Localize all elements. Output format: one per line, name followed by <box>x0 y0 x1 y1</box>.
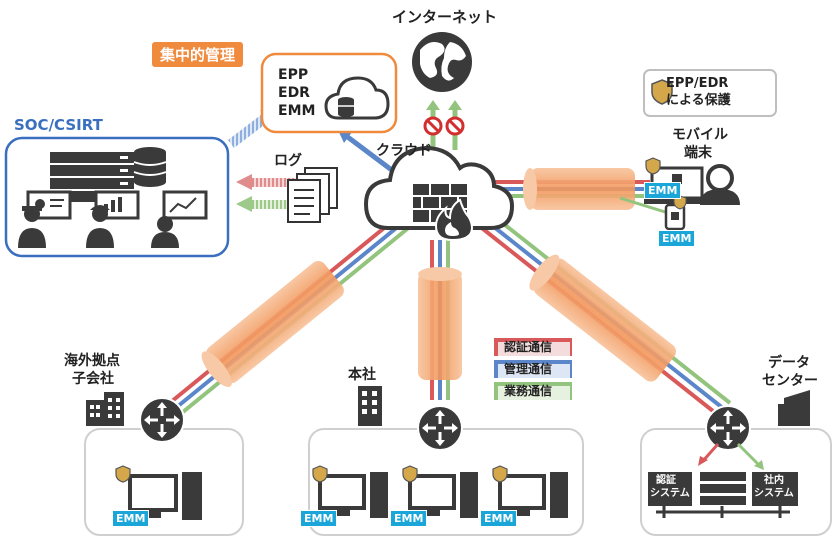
emm-badge: EMM <box>112 510 150 527</box>
centralized-item-epp: EPP <box>278 67 309 83</box>
cloud-label: クラウド <box>376 143 432 159</box>
tunnel-datacenter <box>529 254 676 382</box>
protection-box <box>643 69 777 117</box>
cloud-icon <box>363 145 515 242</box>
legend-auth: 認証通信 <box>504 340 553 354</box>
legend <box>494 338 572 400</box>
pc-icon-hq-3 <box>492 465 568 518</box>
internet-label: インターネット <box>392 8 498 26</box>
globe-icon <box>412 32 472 92</box>
blocked-icon <box>423 116 465 136</box>
overseas-label-line2: 子会社 <box>72 371 114 387</box>
pc-icon-hq-1 <box>312 465 388 518</box>
overseas-label-line1: 海外拠点 <box>64 353 120 369</box>
emm-badge: EMM <box>390 510 428 527</box>
tunnel-overseas <box>201 260 344 388</box>
datacenter-servers <box>648 442 798 518</box>
pc-icon-overseas <box>115 465 202 520</box>
datacenter-label-line1: データ <box>768 355 810 371</box>
cloud-database-icon <box>324 76 390 120</box>
building-icon-datacenter <box>778 390 810 426</box>
tunnel-mobile <box>523 168 635 210</box>
internal-system-label-line2: システム <box>754 488 794 499</box>
auth-system-label-line1: 認証 <box>656 475 676 486</box>
building-icon-hq <box>358 386 382 426</box>
tunnel-hq <box>418 267 462 380</box>
mobile-label-line2: 端末 <box>684 145 712 161</box>
emm-badge: EMM <box>480 510 518 527</box>
auth-system-label-line2: システム <box>650 488 690 499</box>
centralized-item-emm: EMM <box>278 103 316 119</box>
soc-label: SOC/CSIRT <box>14 116 103 134</box>
legend-mgmt: 管理通信 <box>504 362 553 376</box>
log-label: ログ <box>274 153 302 169</box>
smartphone-icon <box>664 195 687 231</box>
emm-badge: EMM <box>658 230 696 247</box>
user-icon <box>700 164 740 205</box>
router-icon <box>705 405 751 451</box>
pc-icon-hq-2 <box>402 465 478 518</box>
mobile-label-line1: モバイル <box>672 127 728 143</box>
centralized-item-edr: EDR <box>278 85 310 101</box>
log-documents-icon <box>287 167 338 223</box>
router-icon <box>139 397 185 443</box>
legend-business: 業務通信 <box>504 384 553 398</box>
internal-system-label-line1: 社内 <box>764 475 784 486</box>
emm-badge: EMM <box>644 182 682 199</box>
shield-icon <box>651 79 673 105</box>
hq-label: 本社 <box>348 367 376 383</box>
router-icon <box>417 405 463 451</box>
soc-operators-icon <box>18 205 179 248</box>
centralized-tag: 集中的管理 <box>152 42 244 67</box>
protection-line1: EPP/EDR <box>666 76 729 91</box>
router-icons <box>139 397 751 451</box>
emm-badge: EMM <box>300 510 338 527</box>
protection-line2: による保護 <box>666 93 731 108</box>
datacenter-label-line2: センター <box>762 373 818 389</box>
building-icon-overseas <box>86 392 124 426</box>
database-icon <box>133 147 167 187</box>
